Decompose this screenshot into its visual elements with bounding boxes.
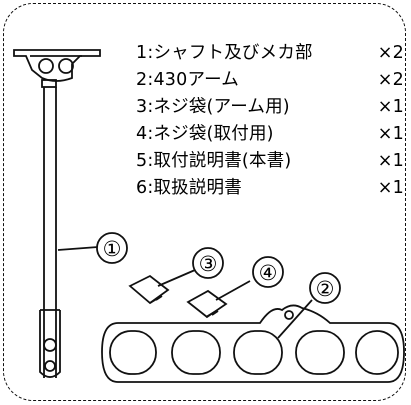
item-number: 4: — [136, 124, 154, 144]
item-name: 取扱説明書 — [153, 178, 242, 198]
shaft-and-mechanism-drawing — [13, 49, 101, 378]
callout-1: ① — [96, 232, 128, 264]
parts-list-item: 1:シャフト及びメカ部 ×2 — [136, 40, 404, 66]
callout-3: ③ — [192, 247, 224, 279]
item-name: ネジ袋(アーム用) — [153, 97, 290, 117]
parts-list-item: 5:取付説明書(本書) ×1 — [136, 148, 404, 174]
arm-430-drawing — [101, 299, 405, 383]
callout-4-label: ④ — [259, 261, 278, 285]
callout-1-label: ① — [103, 237, 122, 261]
parts-list-item: 4:ネジ袋(取付用) ×1 — [136, 121, 404, 147]
parts-list-item: 2:430アーム ×2 — [136, 67, 404, 93]
item-name: 430アーム — [153, 70, 239, 90]
parts-list-item: 3:ネジ袋(アーム用) ×1 — [136, 94, 404, 120]
item-quantity: ×2 — [377, 43, 404, 63]
item-name: シャフト及びメカ部 — [153, 43, 313, 63]
screw-bag-mount-drawing — [186, 280, 251, 319]
item-number: 2: — [136, 70, 154, 90]
item-quantity: ×2 — [377, 70, 404, 90]
dashed-border-frame — [3, 3, 406, 401]
screw-bag-arm-drawing — [128, 269, 196, 305]
item-number: 5: — [136, 151, 154, 171]
callout-3-label: ③ — [199, 252, 218, 276]
item-number: 1: — [136, 43, 154, 63]
callout-2: ② — [309, 272, 341, 304]
item-quantity: ×1 — [377, 178, 404, 198]
item-name: 取付説明書(本書) — [153, 151, 292, 171]
item-name: ネジ袋(取付用) — [153, 124, 274, 144]
item-number: 3: — [136, 97, 154, 117]
item-quantity: ×1 — [377, 124, 404, 144]
item-number: 6: — [136, 178, 154, 198]
callout-4: ④ — [252, 256, 284, 288]
item-quantity: ×1 — [377, 97, 404, 117]
item-quantity: ×1 — [377, 151, 404, 171]
callout-2-label: ② — [316, 277, 335, 301]
parts-list-item: 6:取扱説明書 ×1 — [136, 175, 404, 201]
